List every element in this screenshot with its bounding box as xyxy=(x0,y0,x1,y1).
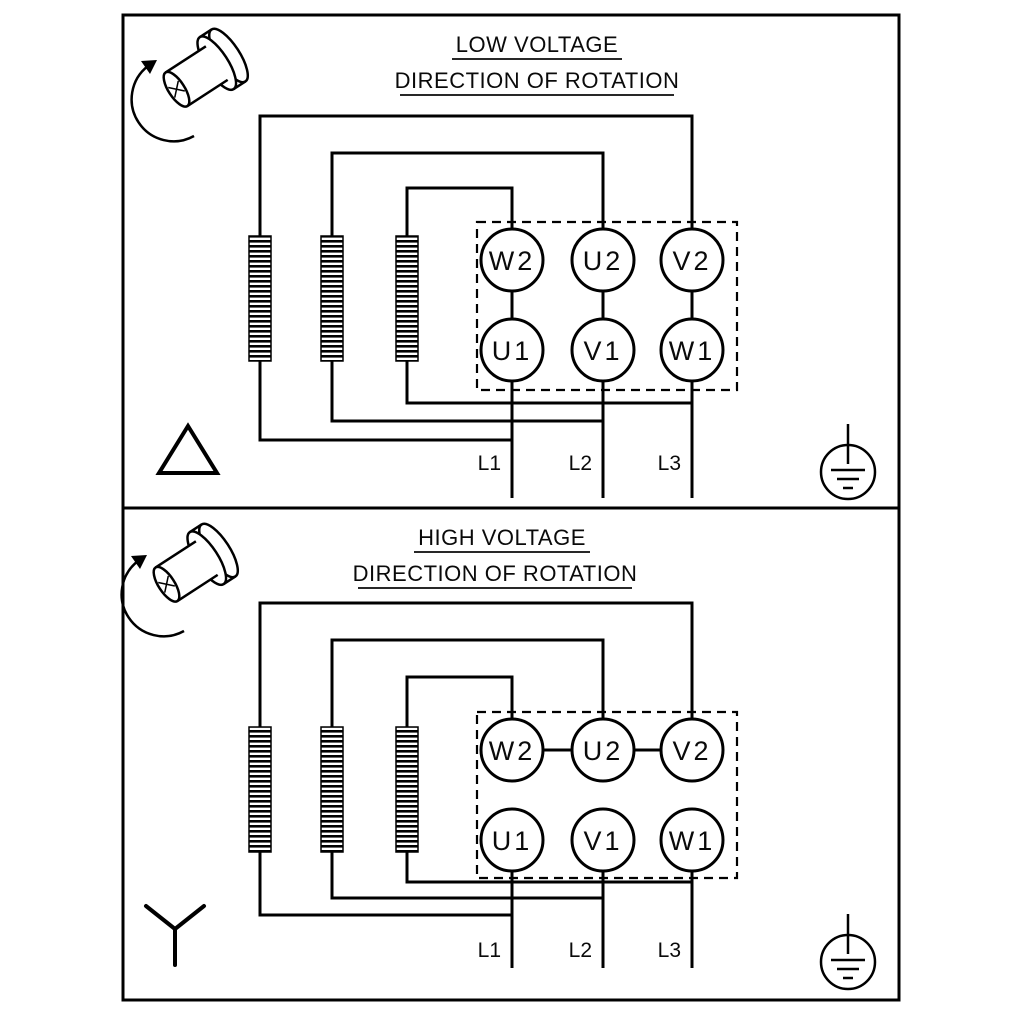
wire-coil3-to-W1 xyxy=(405,361,692,405)
winding-coil-1 xyxy=(248,726,272,853)
terminal-W1 xyxy=(659,317,725,383)
terminal-U1-label: U1 xyxy=(492,336,533,366)
terminal-U2 xyxy=(570,717,636,783)
winding-coil-1 xyxy=(248,235,272,362)
terminal-W2-label: W2 xyxy=(489,736,536,766)
terminal-U2-label: U2 xyxy=(583,736,624,766)
terminal-V1-label: V1 xyxy=(583,336,622,366)
terminal-V2-label: V2 xyxy=(672,246,711,276)
terminal-U1 xyxy=(479,807,545,873)
rotation-direction-icon xyxy=(130,22,256,143)
panel-title: HIGH VOLTAGE xyxy=(418,525,586,550)
wire-coil2-to-V1 xyxy=(330,852,603,900)
wire-coil1-to-U1 xyxy=(258,852,512,917)
terminal-V2-label: V2 xyxy=(672,736,711,766)
wire-coil1-to-V2 xyxy=(258,114,694,236)
lead-L1-label: L1 xyxy=(478,939,501,962)
panel-title: LOW VOLTAGE xyxy=(456,32,618,57)
lead-L1-label: L1 xyxy=(478,452,501,475)
terminal-W1-label: W1 xyxy=(669,826,716,856)
terminal-board-outline xyxy=(475,220,739,392)
lead-L2-label: L2 xyxy=(569,939,592,962)
wire-coil1-to-U1 xyxy=(258,361,512,442)
terminal-W2-label: W2 xyxy=(489,246,536,276)
ground-icon xyxy=(819,912,877,991)
high-voltage-panel: HIGH VOLTAGE DIRECTION OF ROTATION W2 U2 xyxy=(120,506,901,1002)
wire-coil3-to-W1 xyxy=(405,852,692,884)
terminal-W2 xyxy=(479,717,545,783)
terminal-W1-label: W1 xyxy=(669,336,716,366)
terminal-board-outline xyxy=(475,710,739,880)
rotation-direction-icon xyxy=(120,517,246,638)
ground-icon xyxy=(819,422,877,501)
terminal-V1 xyxy=(570,317,636,383)
panel-subtitle: DIRECTION OF ROTATION xyxy=(395,68,680,93)
terminal-U2-label: U2 xyxy=(583,246,624,276)
delta-connection-icon xyxy=(155,422,221,475)
low-voltage-panel: LOW VOLTAGE DIRECTION OF ROTATION W2 U2 xyxy=(121,13,901,510)
terminal-W1 xyxy=(659,807,725,873)
wire-coil1-to-V2 xyxy=(258,601,694,727)
wire-coil2-to-U2 xyxy=(330,151,605,236)
panel-border xyxy=(121,506,901,1002)
terminal-V2 xyxy=(659,717,725,783)
terminal-U1 xyxy=(479,317,545,383)
terminal-U1-label: U1 xyxy=(492,826,533,856)
winding-coil-2 xyxy=(320,235,344,362)
terminal-V1-label: V1 xyxy=(583,826,622,856)
panel-subtitle: DIRECTION OF ROTATION xyxy=(353,561,638,586)
winding-coil-3 xyxy=(395,235,419,362)
lead-L2-label: L2 xyxy=(569,452,592,475)
wire-coil3-to-W2 xyxy=(405,675,514,727)
wire-coil2-to-U2 xyxy=(330,638,605,727)
winding-coil-2 xyxy=(320,726,344,853)
star-connection-icon xyxy=(144,904,206,967)
terminal-V2 xyxy=(659,227,725,293)
terminal-U2 xyxy=(570,227,636,293)
terminal-V1 xyxy=(570,807,636,873)
lead-L3-label: L3 xyxy=(658,939,681,962)
wire-coil3-to-W2 xyxy=(405,186,514,236)
winding-coil-3 xyxy=(395,726,419,853)
lead-L3-label: L3 xyxy=(658,452,681,475)
terminal-W2 xyxy=(479,227,545,293)
